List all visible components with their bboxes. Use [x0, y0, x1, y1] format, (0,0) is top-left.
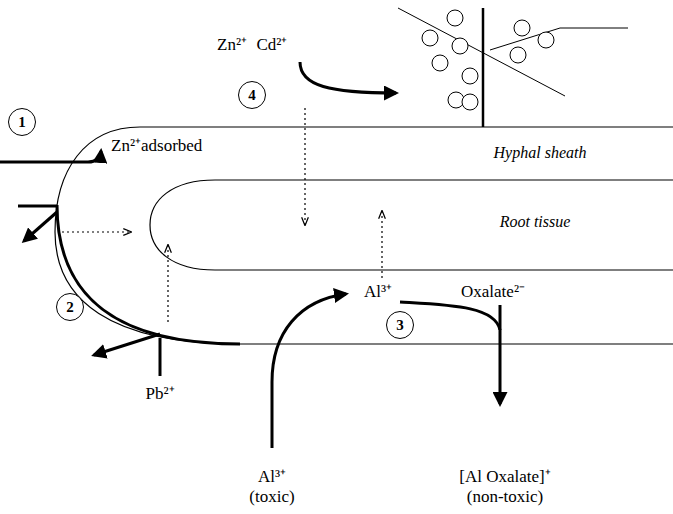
uptake-dotted-arrow — [62, 231, 130, 232]
hyphal-sheath-outline — [55, 127, 673, 344]
lead-line — [159, 338, 162, 376]
callout-number: 3 — [396, 318, 404, 333]
hypha-branch — [398, 8, 565, 96]
ion-label: Al³⁺ — [363, 282, 393, 302]
sheath-flow-arc — [57, 205, 240, 344]
hypha-line — [482, 8, 485, 127]
region-label: Hyphal sheath — [493, 143, 588, 162]
aluminium-arrow — [272, 294, 346, 448]
metal-uptake-dotted-arrow — [304, 108, 305, 224]
ion-label: [Al Oxalate]⁺ (non-toxic) — [442, 467, 568, 508]
bound-ion-circles — [422, 10, 554, 110]
ion-label: Cd²⁺ — [256, 35, 289, 55]
callout-circle: 3 — [386, 311, 414, 339]
ion-label: Pb²⁺ — [144, 384, 175, 404]
exclusion-arrow — [24, 212, 57, 241]
callout-number: 4 — [248, 88, 256, 103]
adsorption-arrow — [0, 151, 101, 162]
lead-exclusion-arrow — [94, 334, 160, 355]
callout-circle: 4 — [238, 81, 266, 109]
ion-label: Al³⁺ (toxic) — [239, 467, 305, 508]
callout-circle: 2 — [56, 293, 84, 321]
ion-label: Zn²⁺ — [216, 35, 248, 55]
aluminium-uptake-dotted-arrow — [381, 212, 382, 278]
callout-number: 2 — [66, 300, 74, 315]
binding-arrow — [300, 62, 396, 93]
root-tissue-outline — [150, 180, 673, 270]
ion-label: Oxalate²⁻ — [460, 282, 526, 302]
callout-number: 1 — [18, 115, 26, 130]
chelation-arrow — [400, 302, 500, 404]
region-label: Root tissue — [499, 212, 572, 231]
lead-uptake-dotted-arrow — [167, 246, 168, 322]
entry-line — [18, 205, 57, 208]
ion-label: Zn²⁺adsorbed — [110, 136, 203, 156]
callout-circle: 1 — [8, 108, 36, 136]
hypha-branch — [490, 28, 628, 50]
